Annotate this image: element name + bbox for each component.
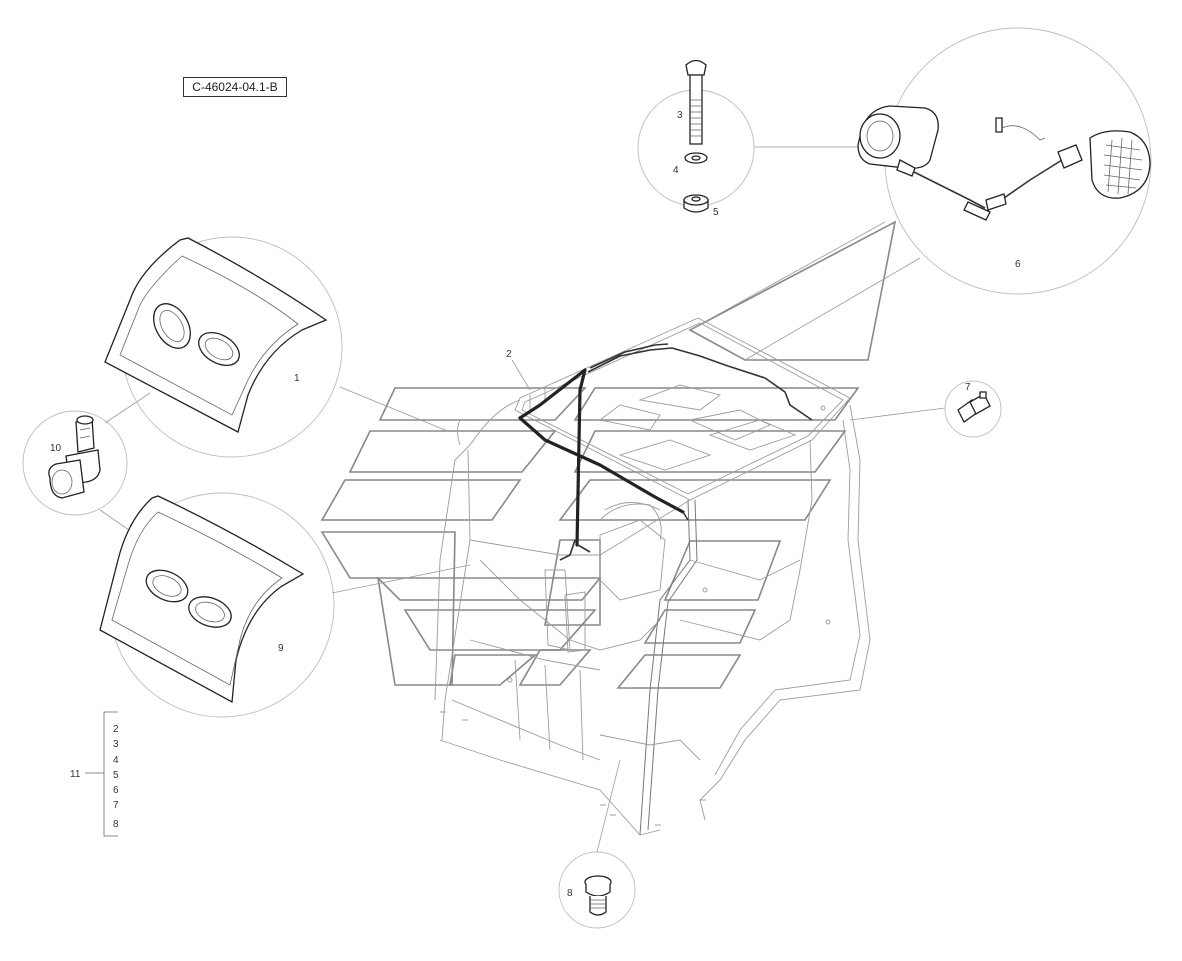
plug-part [584,875,612,916]
washer-part [684,152,708,164]
group-11-item: 7 [113,800,119,811]
detail-frames [22,27,1152,929]
work-light-assembly [857,105,1151,221]
drawing-code-label: C-46024-04.1-B [183,77,287,97]
watermark-logo [320,220,897,689]
callout-3: 3 [677,110,683,121]
light-panel-bottom [99,495,305,704]
group-11-item: 4 [113,755,119,766]
group-11-item: 6 [113,785,119,796]
wiring-harness [518,343,813,561]
group-11-item: 2 [113,724,119,735]
callout-2: 2 [506,349,512,360]
cab-frame [434,317,871,836]
callout-labels: 1 2 3 4 5 6 7 8 9 10 [50,110,1021,899]
callout-10: 10 [50,443,62,454]
light-panel-top [104,237,328,433]
callout-1: 1 [294,373,300,384]
bulb-socket-part [48,415,101,499]
group-11-item: 5 [113,770,119,781]
callout-7: 7 [965,382,971,393]
nut-part [683,194,709,213]
bolt-part [685,59,707,145]
callout-8: 8 [567,888,573,899]
callout-11: 11 [70,769,81,780]
callout-6: 6 [1015,259,1021,270]
group-11-item: 8 [113,819,119,830]
group-11-bracket: 11 2 3 4 5 6 7 8 [70,711,119,837]
callout-4: 4 [673,165,679,176]
group-11-item: 3 [113,739,119,750]
callout-5: 5 [713,207,719,218]
switch-part [957,391,991,423]
callout-9: 9 [278,643,284,654]
